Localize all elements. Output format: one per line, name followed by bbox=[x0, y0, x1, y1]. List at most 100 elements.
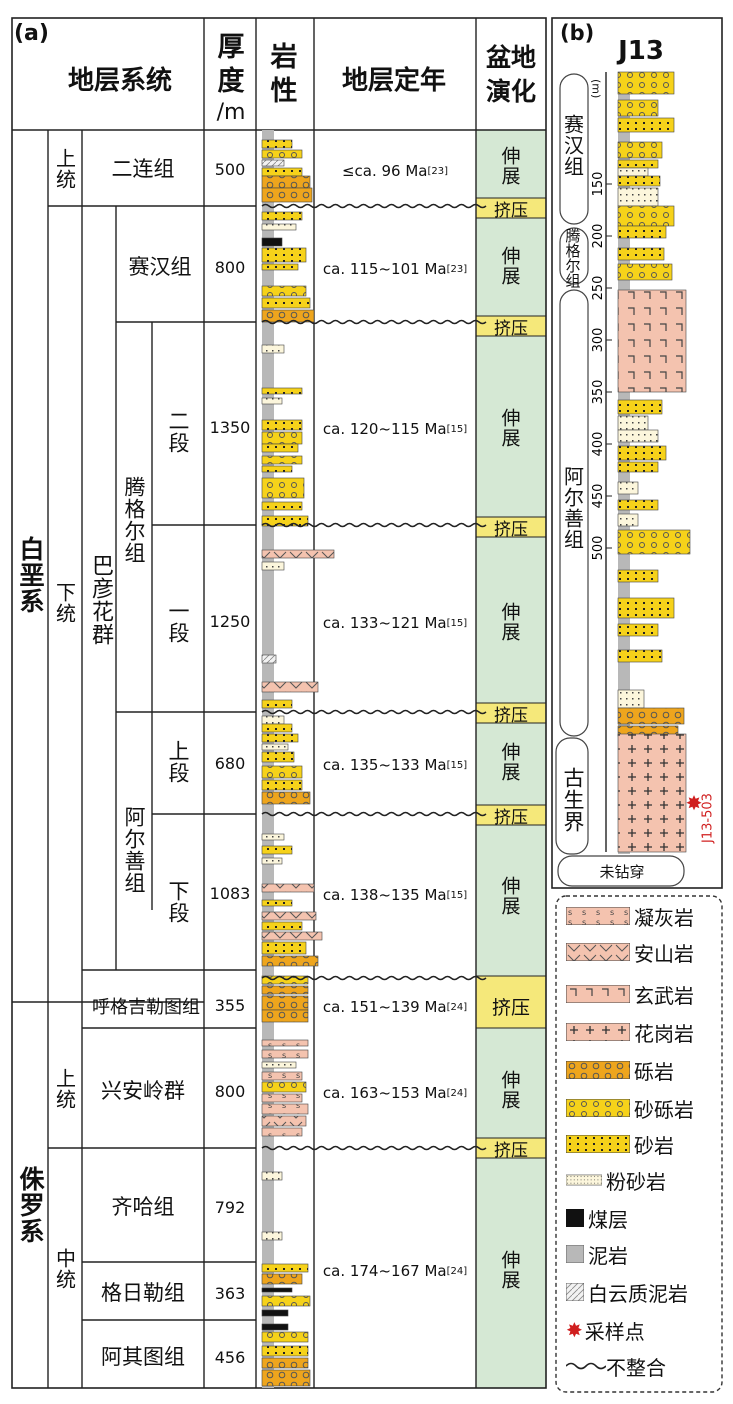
formation-tenggeer: 腾格尔组 bbox=[122, 476, 146, 564]
depth-label-3: 300 bbox=[591, 328, 606, 353]
b-bed-14 bbox=[617, 415, 649, 431]
basin-comp-1: 挤压 bbox=[494, 318, 528, 339]
age-5: ca. 138~135 Ma[15] bbox=[316, 882, 474, 908]
b-bed-8 bbox=[617, 205, 675, 227]
depth-label-4: 350 bbox=[591, 380, 606, 405]
legend-sample: ✸采样点 bbox=[566, 1316, 645, 1344]
legend-mudstone-label: 泥岩 bbox=[588, 1243, 628, 1268]
lithology-bed-1 bbox=[261, 149, 303, 159]
compression-band-4 bbox=[476, 805, 546, 825]
basin-ext-6: 伸展 bbox=[498, 1070, 521, 1110]
basin-ext-2: 伸展 bbox=[498, 408, 521, 448]
not-penetrated: 未钻穿 bbox=[599, 862, 645, 881]
b-bed-15 bbox=[617, 429, 659, 443]
thickness-10: 456 bbox=[214, 1347, 246, 1367]
age-1-text: ca. 115~101 Ma bbox=[322, 260, 447, 278]
tuff-swatch bbox=[566, 907, 630, 925]
basin-ext-3: 伸展 bbox=[498, 602, 521, 642]
formation-geri: 格日勒组 bbox=[101, 1281, 185, 1305]
panel-a-label: (a) bbox=[14, 20, 49, 46]
b-bed-13 bbox=[617, 399, 663, 415]
b-bed-7 bbox=[617, 187, 659, 207]
legend-gravel-sandstone: 砂砾岩 bbox=[566, 1094, 694, 1122]
basin-ext-5: 伸展 bbox=[498, 876, 521, 916]
b-bed-23 bbox=[617, 597, 675, 619]
lithology-bed-56 bbox=[261, 1081, 307, 1093]
unconformity-a-1 bbox=[261, 319, 487, 325]
basalt-swatch bbox=[566, 985, 630, 1003]
thickness-7: 800 bbox=[214, 1081, 246, 1101]
legend-conglomerate-label: 砾岩 bbox=[634, 1059, 674, 1084]
lithology-bed-17 bbox=[261, 419, 303, 431]
legend-dolomitic-label: 白云质泥岩 bbox=[588, 1281, 688, 1306]
basin-ext-7: 伸展 bbox=[498, 1250, 521, 1290]
age-0-ref: [23] bbox=[427, 165, 449, 177]
header-basin-1: 盆地 bbox=[485, 43, 536, 72]
legend-andesite: 安山岩 bbox=[566, 938, 694, 966]
member-1: 一段 bbox=[166, 600, 190, 644]
lithology-bed-70 bbox=[261, 1345, 309, 1357]
lithology-bed-34 bbox=[261, 751, 295, 763]
lithology-bed-29 bbox=[261, 699, 293, 709]
age-2: ca. 120~115 Ma[15] bbox=[316, 416, 474, 442]
header-thickness-1: 厚 bbox=[217, 31, 245, 63]
thickness-0: 500 bbox=[214, 159, 246, 179]
compression-band-3 bbox=[476, 703, 546, 723]
basin-comp-0: 挤压 bbox=[494, 200, 528, 221]
lithology-bed-46 bbox=[261, 941, 307, 955]
thickness-8: 792 bbox=[214, 1197, 246, 1217]
mudstone-swatch bbox=[566, 1245, 584, 1263]
lithology-bed-47 bbox=[261, 955, 319, 967]
basin-comp-4: 挤压 bbox=[494, 807, 528, 828]
lithology-bed-14 bbox=[261, 344, 285, 354]
b-bed-1 bbox=[617, 99, 659, 117]
age-4-ref: [15] bbox=[446, 759, 468, 771]
depth-label-1: 200 bbox=[591, 224, 606, 249]
sample-label: J13-503 bbox=[700, 793, 716, 843]
series-j-middle: 中统 bbox=[52, 1248, 77, 1290]
basin-comp-6: 挤压 bbox=[494, 1140, 528, 1161]
lithology-bed-18 bbox=[261, 431, 303, 445]
lithology-bed-20 bbox=[261, 455, 303, 465]
b-bed-5 bbox=[617, 167, 649, 177]
lithology-bed-21 bbox=[261, 465, 293, 473]
legend-tuff-label: 凝灰岩 bbox=[634, 905, 694, 930]
b-bed-21 bbox=[617, 529, 691, 555]
age-2-ref: [15] bbox=[446, 423, 468, 435]
legend-tuff: 凝灰岩 bbox=[566, 902, 694, 930]
legend-sandstone-label: 砂岩 bbox=[634, 1133, 674, 1158]
unconformity-a-2 bbox=[261, 522, 487, 528]
compression-band-6 bbox=[476, 1138, 546, 1158]
formation-saihan: 赛汉组 bbox=[128, 255, 192, 279]
age-6-ref: [24] bbox=[446, 1001, 468, 1013]
basin-ext-0: 伸展 bbox=[498, 146, 521, 186]
age-8: ca. 174~167 Ma[24] bbox=[316, 1258, 474, 1284]
formation-xinganling: 兴安岭群 bbox=[101, 1079, 185, 1103]
thickness-5: 1083 bbox=[209, 883, 251, 903]
lithology-bed-43 bbox=[261, 911, 317, 921]
lithology-bed-3 bbox=[261, 167, 303, 177]
lithology-bed-59 bbox=[261, 1115, 307, 1127]
basin-ext-4: 伸展 bbox=[498, 742, 521, 782]
lithology-bed-57 bbox=[261, 1093, 303, 1103]
age-5-ref: [15] bbox=[446, 889, 468, 901]
legend-granite: 花岗岩 bbox=[566, 1018, 694, 1046]
conglomerate-swatch bbox=[566, 1061, 630, 1079]
legend-siltstone: 粉砂岩 bbox=[566, 1166, 666, 1194]
unconformity-a-4 bbox=[261, 811, 487, 817]
age-3-ref: [15] bbox=[446, 617, 468, 629]
header-lithology-1: 岩 bbox=[270, 41, 298, 73]
lithology-bed-61 bbox=[261, 1171, 283, 1181]
legend-gravel-sandstone-label: 砂砾岩 bbox=[634, 1097, 694, 1122]
age-5-text: ca. 138~135 Ma bbox=[322, 886, 447, 904]
member-2: 二段 bbox=[166, 410, 190, 454]
legend-basalt: 玄武岩 bbox=[566, 980, 694, 1008]
header-thickness-3: /m bbox=[216, 99, 246, 125]
compression-band-5 bbox=[476, 976, 546, 1028]
lithology-bed-38 bbox=[261, 833, 285, 841]
header-strat-system: 地层系统 bbox=[67, 65, 172, 96]
thickness-6: 355 bbox=[214, 995, 246, 1015]
lithology-bed-7 bbox=[261, 223, 297, 231]
lithology-bed-13 bbox=[261, 309, 315, 323]
